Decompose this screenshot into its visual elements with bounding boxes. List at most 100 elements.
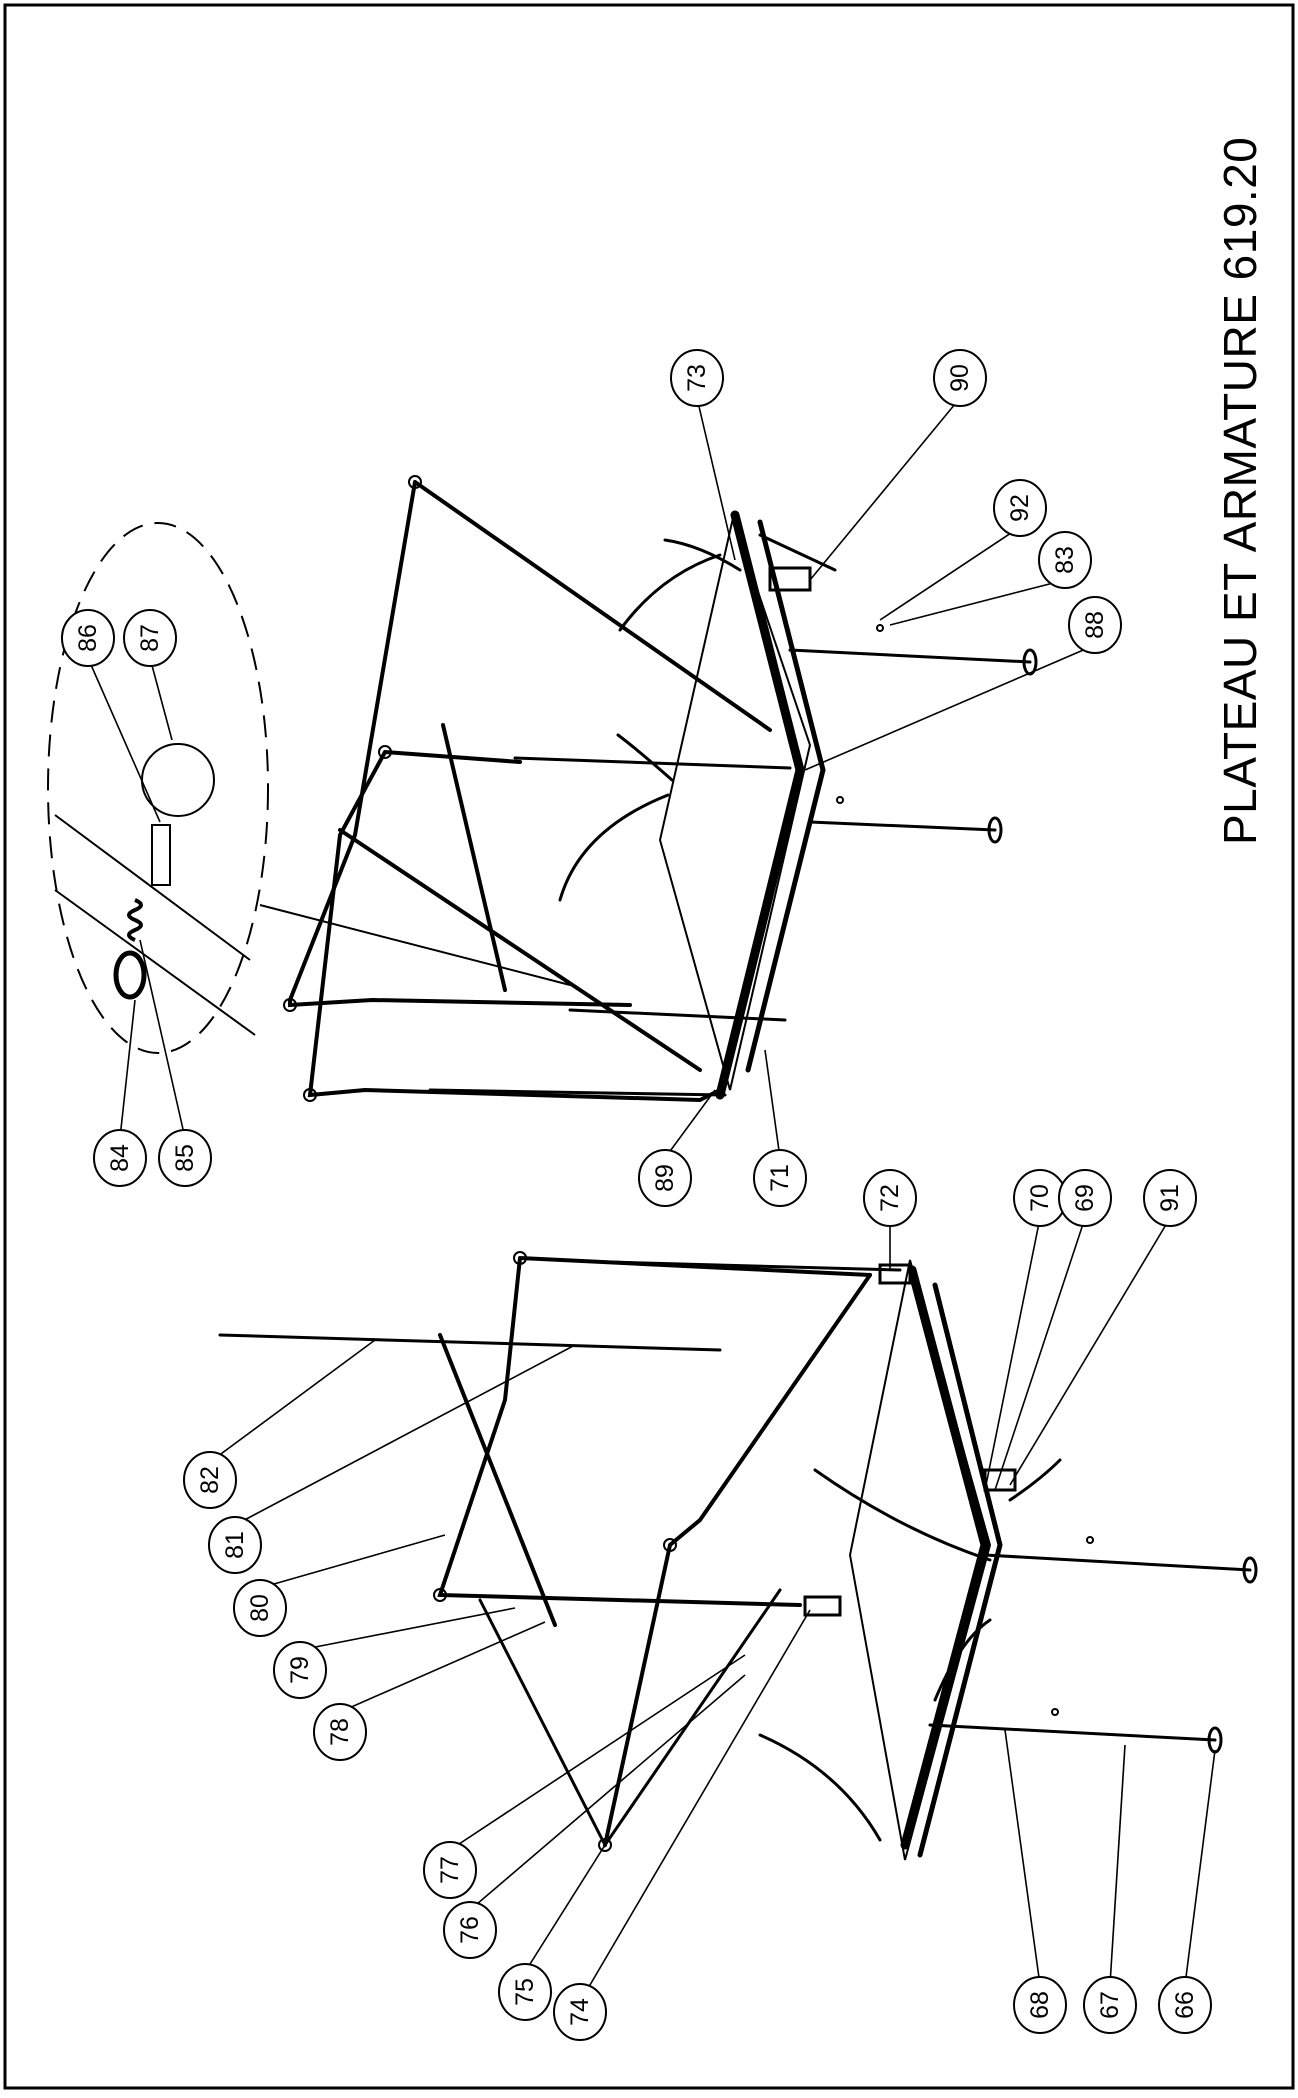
callout-number: 66 <box>1171 1991 1199 2019</box>
callout-number: 85 <box>171 1144 199 1172</box>
upper-bar-1 <box>513 756 792 770</box>
callout-83: 83 <box>1038 531 1092 589</box>
callout-number: 67 <box>1096 1991 1124 2019</box>
upper-hinge-1 <box>408 475 422 489</box>
callout-circle <box>638 1149 692 1207</box>
callout-69: 69 <box>1058 1169 1112 1227</box>
callout-circle <box>423 1841 477 1899</box>
callout-91: 91 <box>1143 1169 1197 1227</box>
lower-hinge-4 <box>598 1838 612 1852</box>
lower-brace-3 <box>478 1588 782 1848</box>
callout-number: 91 <box>1156 1184 1184 1212</box>
lower-brace-2 <box>218 1333 722 1352</box>
callout-78: 78 <box>313 1703 367 1761</box>
callout-92: 92 <box>993 479 1047 537</box>
callout-circle <box>1013 1976 1067 2034</box>
callout-circle <box>273 1641 327 1699</box>
upper-assembly <box>283 475 1038 1103</box>
callout-number: 81 <box>221 1531 249 1559</box>
callout-circle <box>1158 1976 1212 2034</box>
callout-circle <box>753 1149 807 1207</box>
upper-strap-1 <box>663 538 742 572</box>
callout-circle <box>208 1516 262 1574</box>
callout-number: 84 <box>106 1144 134 1172</box>
callout-86: 86 <box>61 609 115 667</box>
upper-strap-3 <box>616 733 674 782</box>
callout-68: 68 <box>1013 1976 1067 2034</box>
lower-leg-2 <box>928 1723 1217 1742</box>
callout-number: 71 <box>766 1164 794 1192</box>
upper-bar-3 <box>428 1088 727 1097</box>
callout-90: 90 <box>933 349 987 407</box>
upper-leg-1 <box>788 648 1032 664</box>
callout-89: 89 <box>638 1149 692 1207</box>
lower-leg-1 <box>983 1553 1252 1572</box>
lower-hinge-2 <box>433 1588 447 1602</box>
callout-number: 78 <box>326 1718 354 1746</box>
callout-82: 82 <box>183 1451 237 1509</box>
lower-rail-front <box>900 1265 990 1850</box>
callout-number: 77 <box>436 1856 464 1884</box>
callout-79: 79 <box>273 1641 327 1699</box>
lower-hinge-3 <box>663 1538 677 1552</box>
lower-strap-1 <box>813 1468 992 1562</box>
upper-strap-4 <box>558 793 670 902</box>
detail-ellipse <box>47 522 269 1054</box>
lower-bracket-1 <box>878 1263 912 1285</box>
callout-circle <box>93 1129 147 1187</box>
callout-circle <box>1083 1976 1137 2034</box>
callout-circle <box>1143 1169 1197 1227</box>
upper-leg-2 <box>808 820 997 832</box>
page-frame <box>3 3 1295 2090</box>
callout-circle <box>553 1983 607 2041</box>
callout-circle <box>933 349 987 407</box>
upper-rail-inner <box>745 519 826 1073</box>
callout-76: 76 <box>443 1901 497 1959</box>
callout-circle <box>443 1901 497 1959</box>
callout-circle <box>1068 596 1122 654</box>
callout-80: 80 <box>233 1579 287 1637</box>
lower-frame-tube-2 <box>603 1273 872 1847</box>
callout-number: 83 <box>1051 546 1079 574</box>
lower-pin-2 <box>1051 1708 1059 1716</box>
lower-frame-tube <box>437 1256 872 1607</box>
callout-74: 74 <box>553 1983 607 2041</box>
detail-pin <box>151 824 171 886</box>
callout-circle <box>863 1169 917 1227</box>
upper-foot-1 <box>1022 648 1038 676</box>
callout-circle <box>498 1963 552 2021</box>
upper-hinge-3 <box>283 998 297 1012</box>
detail-washer <box>113 950 147 1000</box>
callout-84: 84 <box>93 1129 147 1187</box>
lower-bar-1 <box>608 1260 902 1272</box>
lower-tray-board <box>848 1259 992 1861</box>
lower-hinge-1 <box>513 1251 527 1265</box>
callout-number: 68 <box>1026 1991 1054 2019</box>
upper-strap-2 <box>618 553 722 632</box>
upper-tray-board <box>658 514 812 1091</box>
lower-assembly <box>218 1251 1258 1861</box>
callout-circle <box>233 1579 287 1637</box>
leader-lines <box>87 397 1216 2003</box>
callout-circle <box>158 1129 212 1187</box>
callout-75: 75 <box>498 1963 552 2021</box>
callout-circle <box>183 1451 237 1509</box>
callout-circle <box>313 1703 367 1761</box>
callout-number: 76 <box>456 1916 484 1944</box>
callout-66: 66 <box>1158 1976 1212 2034</box>
callout-circle <box>670 349 724 407</box>
callout-number: 88 <box>1081 611 1109 639</box>
detail-inset <box>47 522 571 1054</box>
callout-number: 74 <box>566 1998 594 2026</box>
callout-circle <box>1038 531 1092 589</box>
callout-number: 82 <box>196 1466 224 1494</box>
upper-bar-2 <box>568 1008 787 1022</box>
upper-brace-2 <box>441 723 507 992</box>
callout-77: 77 <box>423 1841 477 1899</box>
callout-number: 86 <box>74 624 102 652</box>
callout-number: 73 <box>683 364 711 392</box>
callout-87: 87 <box>123 609 177 667</box>
upper-hinge-4 <box>303 1088 317 1102</box>
